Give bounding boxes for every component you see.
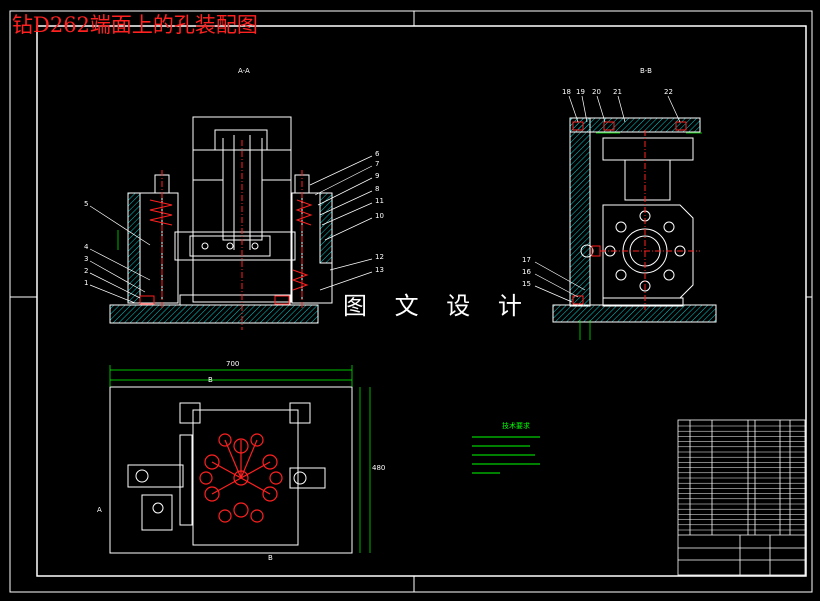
part-label: 16 — [522, 268, 531, 276]
part-label: 1 — [84, 279, 88, 287]
part-label: 19 — [576, 88, 585, 96]
dim-letter-b-bottom: B — [268, 554, 273, 562]
part-labels-left: 5 4 3 2 1 — [84, 200, 89, 287]
plan-red-details — [199, 433, 283, 523]
part-label: 4 — [84, 243, 89, 251]
notes-title: 技术要求 — [502, 421, 530, 430]
frame-ticks — [10, 11, 812, 592]
title-block — [677, 419, 806, 576]
part-label: 17 — [522, 256, 531, 264]
part-label: 7 — [375, 160, 379, 168]
section-bb-view — [552, 117, 717, 323]
part-label: 11 — [375, 197, 384, 205]
leaders-bb — [534, 95, 681, 303]
section-aa-view — [109, 116, 333, 324]
part-label: 9 — [375, 172, 379, 180]
springs-aa — [139, 140, 313, 330]
notes-lines — [472, 436, 540, 474]
dim-letter-a: A — [97, 506, 102, 514]
part-label: 12 — [375, 253, 384, 261]
dim-top-width: 700 — [226, 360, 239, 368]
part-label: 10 — [375, 212, 384, 220]
part-label: 13 — [375, 266, 384, 274]
bom-rows — [678, 425, 805, 531]
part-labels-right: 6 7 9 8 11 10 12 13 — [375, 150, 384, 274]
drawing-title: 钻D262端面上的孔装配图 — [12, 13, 258, 37]
part-label: 20 — [592, 88, 601, 96]
part-label: 2 — [84, 267, 88, 275]
leaders-right — [309, 155, 373, 291]
plan-green-dims — [109, 365, 371, 553]
bb-red-details — [572, 121, 700, 310]
part-label: 3 — [84, 255, 88, 263]
leaders-left — [89, 205, 151, 304]
watermark-text: 图 文 设 计 — [343, 292, 532, 320]
part-label: 22 — [664, 88, 673, 96]
dim-side-height: 480 — [372, 464, 385, 472]
view-label-bb: B-B — [640, 67, 652, 75]
part-label: 6 — [375, 150, 380, 158]
part-label: 5 — [84, 200, 88, 208]
part-labels-bb-side: 17 16 15 — [522, 256, 531, 288]
bb-green-dims — [117, 132, 702, 340]
outer-frame — [9, 10, 813, 593]
part-label: 8 — [375, 185, 379, 193]
inner-frame — [36, 25, 807, 577]
plan-view — [109, 386, 353, 554]
part-label: 18 — [562, 88, 571, 96]
part-label: 21 — [613, 88, 622, 96]
view-label-aa: A-A — [238, 67, 250, 75]
part-label: 15 — [522, 280, 531, 288]
dim-letter-b: B — [208, 376, 213, 384]
part-labels-bb-top: 18 19 20 21 22 — [562, 88, 673, 96]
